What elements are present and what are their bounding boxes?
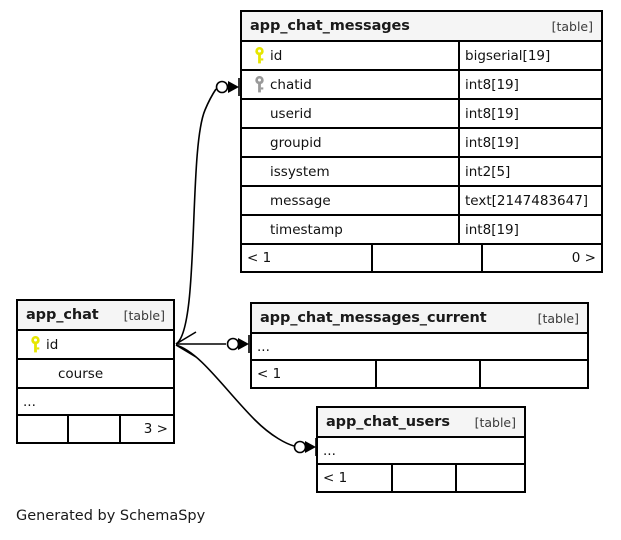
primary-key-icon — [248, 47, 270, 64]
column-name: userid — [270, 105, 312, 122]
table-row[interactable]: timestamp int8[19] — [242, 216, 601, 245]
table-app_chat_users[interactable]: app_chat_users [table] ... < 1 — [316, 406, 526, 493]
more-columns-indicator[interactable]: ... — [18, 389, 173, 416]
footer-parent-count[interactable]: < 1 — [247, 250, 272, 266]
column-name-cell: id — [242, 42, 458, 69]
footer-middle — [371, 245, 481, 271]
footer-child-count[interactable] — [455, 465, 524, 491]
column-type: int8[19] — [458, 129, 601, 156]
table-header: app_chat [table] — [18, 301, 173, 331]
table-app_chat_messages_current[interactable]: app_chat_messages_current [table] ... < … — [250, 302, 589, 389]
table-type-tag: [table] — [474, 414, 516, 430]
cardinality-one-app_chat — [175, 331, 197, 358]
table-header: app_chat_messages_current [table] — [252, 304, 587, 334]
column-name: groupid — [270, 134, 322, 151]
table-app_chat_messages[interactable]: app_chat_messages [table] id bigserial[1… — [240, 10, 603, 273]
table-footer: < 1 — [318, 465, 524, 491]
footer-parent-count[interactable]: < 1 — [257, 366, 282, 382]
column-name-cell: id — [18, 331, 173, 358]
table-type-tag: [table] — [123, 307, 165, 323]
table-row[interactable]: message text[2147483647] — [242, 187, 601, 216]
table-row[interactable]: chatid int8[19] — [242, 71, 601, 100]
cardinality-zero-or-many-app_chat_users — [293, 438, 317, 456]
table-row[interactable]: course — [18, 360, 173, 389]
column-name-cell: course — [18, 360, 173, 387]
table-row[interactable]: id bigserial[19] — [242, 42, 601, 71]
column-name: message — [270, 192, 331, 209]
column-type: int8[19] — [458, 100, 601, 127]
table-row[interactable]: groupid int8[19] — [242, 129, 601, 158]
table-row[interactable]: issystem int2[5] — [242, 158, 601, 187]
footer-child-count[interactable]: 3 > — [119, 416, 173, 442]
footer-child-count[interactable]: 0 > — [481, 245, 601, 271]
footer-middle — [67, 416, 119, 442]
column-name-cell: message — [242, 187, 458, 214]
column-type: int8[19] — [458, 71, 601, 98]
cardinality-zero-or-many-app_chat_messages — [215, 78, 240, 96]
footer-parent-count[interactable]: < 1 — [323, 470, 348, 486]
footer-middle — [391, 465, 455, 491]
footer-child-count[interactable] — [479, 361, 587, 387]
table-footer: < 1 — [252, 361, 587, 387]
more-columns-indicator[interactable]: ... — [252, 334, 587, 361]
table-type-tag: [table] — [537, 310, 579, 326]
column-type: int2[5] — [458, 158, 601, 185]
column-type: int8[19] — [458, 216, 601, 243]
table-type-tag: [table] — [551, 18, 593, 34]
table-title: app_chat_messages — [250, 18, 410, 34]
column-name-cell: timestamp — [242, 216, 458, 243]
column-name-cell: chatid — [242, 71, 458, 98]
cardinality-zero-or-many-app_chat_messages_current — [226, 335, 250, 353]
column-name: course — [58, 365, 104, 382]
table-header: app_chat_users [table] — [318, 408, 524, 438]
edge-app_chat-to-app_chat_messages — [175, 88, 217, 345]
more-columns-indicator[interactable]: ... — [318, 438, 524, 465]
column-name: timestamp — [270, 221, 343, 238]
column-name: id — [46, 336, 59, 353]
column-name-cell: issystem — [242, 158, 458, 185]
generated-by-caption: Generated by SchemaSpy — [16, 508, 206, 524]
column-name: chatid — [270, 76, 312, 93]
column-type: bigserial[19] — [458, 42, 601, 69]
table-title: app_chat_messages_current — [260, 310, 487, 326]
table-title: app_chat_users — [326, 414, 450, 430]
table-app_chat[interactable]: app_chat [table] id course — [16, 299, 175, 444]
footer-parent-count[interactable] — [18, 416, 67, 442]
table-title: app_chat — [26, 307, 99, 323]
table-header: app_chat_messages [table] — [242, 12, 601, 42]
column-name-cell: groupid — [242, 129, 458, 156]
table-row[interactable]: userid int8[19] — [242, 100, 601, 129]
footer-middle — [375, 361, 479, 387]
column-name-cell: userid — [242, 100, 458, 127]
foreign-key-icon — [248, 76, 270, 93]
column-type: text[2147483647] — [458, 187, 601, 214]
table-footer: 3 > — [18, 416, 173, 442]
table-row[interactable]: id — [18, 331, 173, 360]
column-name: id — [270, 47, 283, 64]
table-footer: < 1 0 > — [242, 245, 601, 271]
primary-key-icon — [24, 336, 46, 353]
column-name: issystem — [270, 163, 330, 180]
